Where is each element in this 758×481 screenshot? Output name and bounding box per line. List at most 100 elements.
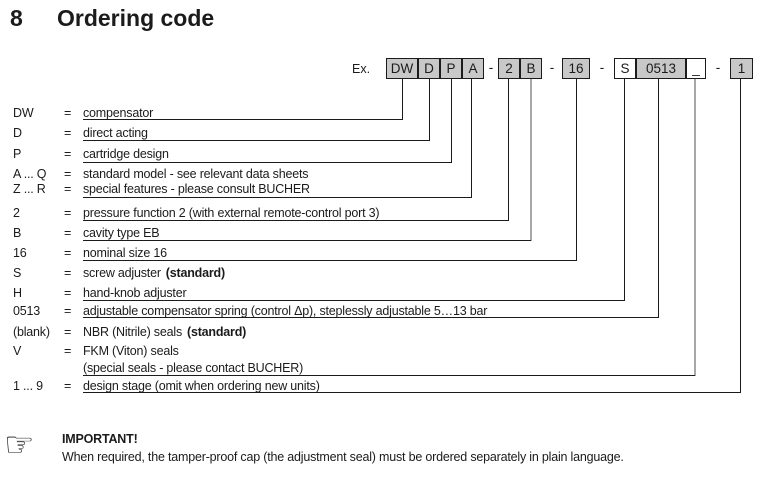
code-label: D <box>13 126 22 140</box>
leader-line-vertical <box>451 79 453 163</box>
code-description: adjustable compensator spring (control Δ… <box>83 304 488 318</box>
note-body: When required, the tamper-proof cap (the… <box>62 450 624 464</box>
equals-sign: = <box>64 182 72 196</box>
code-definition-row: DW = compensator <box>0 106 758 120</box>
code-definition-row: B = cavity type EB <box>0 226 758 240</box>
equals-sign: = <box>64 304 72 318</box>
code-definition-row: V = FKM (Viton) seals <box>0 344 758 358</box>
leader-line-vertical <box>576 79 578 261</box>
equals-sign: = <box>64 106 72 120</box>
code-definition-row: Z ... R = special features - please cons… <box>0 182 758 196</box>
leader-line-horizontal <box>83 317 659 319</box>
code-label: DW <box>13 106 34 120</box>
equals-sign: = <box>64 126 72 140</box>
leader-line-horizontal <box>83 220 509 222</box>
code-box-b: B <box>520 58 542 79</box>
note-heading: IMPORTANT! <box>62 432 138 446</box>
code-definition-row: (special seals - please contact BUCHER) <box>0 361 758 375</box>
code-separator: - <box>599 60 605 75</box>
code-description: direct acting <box>83 126 148 140</box>
equals-sign: = <box>64 246 72 260</box>
code-definition-row: 1 ... 9 = design stage (omit when orderi… <box>0 379 758 393</box>
code-description: nominal size 16 <box>83 246 167 260</box>
leader-line-vertical <box>694 79 696 376</box>
code-description: standard model - see relevant data sheet… <box>83 167 309 181</box>
code-label: V <box>13 344 22 358</box>
leader-line-horizontal <box>83 240 531 242</box>
code-label: 16 <box>13 246 27 260</box>
equals-sign: = <box>64 266 72 280</box>
section-number: 8 <box>10 5 23 31</box>
leader-line-horizontal <box>83 197 472 199</box>
code-definition-row: S = screw adjuster(standard) <box>0 266 758 280</box>
leader-line-horizontal <box>83 375 695 377</box>
code-description: cartridge design <box>83 147 169 161</box>
code-label: Z ... R <box>13 182 46 196</box>
equals-sign: = <box>64 379 72 393</box>
code-label: 1 ... 9 <box>13 379 43 393</box>
leader-line-vertical <box>530 79 532 241</box>
equals-sign: = <box>64 206 72 220</box>
code-label: P <box>13 147 22 161</box>
code-description: special features - please consult BUCHER <box>83 182 310 196</box>
code-description: design stage (omit when ordering new uni… <box>83 379 320 393</box>
equals-sign: = <box>64 325 72 339</box>
code-description: FKM (Viton) seals <box>83 344 179 358</box>
code-label: A ... Q <box>13 167 47 181</box>
code-separator: - <box>488 60 494 75</box>
code-description: cavity type EB <box>83 226 160 240</box>
code-description: screw adjuster(standard) <box>83 266 225 280</box>
leader-line-horizontal <box>83 392 741 394</box>
code-label: 2 <box>13 206 20 220</box>
equals-sign: = <box>64 147 72 161</box>
code-description: (special seals - please contact BUCHER) <box>83 361 304 375</box>
code-box-a: A <box>462 58 484 79</box>
leader-line-vertical <box>740 79 742 393</box>
code-label: B <box>13 226 22 240</box>
leader-line-vertical <box>508 79 510 221</box>
code-description: compensator <box>83 106 154 120</box>
code-definition-row: P = cartridge design <box>0 147 758 161</box>
code-box-p: P <box>440 58 462 79</box>
code-description: pressure function 2 (with external remot… <box>83 206 380 220</box>
leader-line-horizontal <box>83 260 577 262</box>
leader-line-vertical <box>658 79 660 318</box>
leader-line-vertical <box>402 79 404 120</box>
code-definition-row: (blank) = NBR (Nitrile) seals(standard) <box>0 325 758 339</box>
code-box-s: S <box>614 58 636 79</box>
code-definition-row: 0513 = adjustable compensator spring (co… <box>0 304 758 318</box>
code-box-d: D <box>418 58 440 79</box>
code-box-2: 2 <box>498 58 520 79</box>
leader-line-vertical <box>624 79 626 301</box>
code-box-0513: 0513 <box>636 58 686 79</box>
code-description: NBR (Nitrile) seals(standard) <box>83 325 247 339</box>
code-separator: - <box>715 60 721 75</box>
leader-line-horizontal <box>83 162 452 164</box>
code-definition-row: 2 = pressure function 2 (with external r… <box>0 206 758 220</box>
example-label: Ex. <box>352 62 371 76</box>
code-box-1: 1 <box>730 58 753 79</box>
code-label: S <box>13 266 22 280</box>
leader-line-horizontal <box>83 140 430 142</box>
code-label: 0513 <box>13 304 41 318</box>
equals-sign: = <box>64 286 72 300</box>
pointing-hand-icon: ☞ <box>4 426 35 464</box>
code-box-16: 16 <box>562 58 590 79</box>
leader-line-vertical <box>429 79 431 141</box>
equals-sign: = <box>64 226 72 240</box>
page-title: Ordering code <box>57 5 215 31</box>
code-description: hand-knob adjuster <box>83 286 187 300</box>
code-separator: - <box>549 60 555 75</box>
equals-sign: = <box>64 344 72 358</box>
code-definition-row: 16 = nominal size 16 <box>0 246 758 260</box>
leader-line-vertical <box>471 79 473 198</box>
code-definition-row: H = hand-knob adjuster <box>0 286 758 300</box>
leader-line-horizontal <box>83 300 625 302</box>
code-label: H <box>13 286 22 300</box>
code-box-dw: DW <box>386 58 418 79</box>
code-box-blank: _ <box>686 58 706 79</box>
code-definition-row: A ... Q = standard model - see relevant … <box>0 167 758 181</box>
equals-sign: = <box>64 167 72 181</box>
leader-line-horizontal <box>83 119 403 121</box>
